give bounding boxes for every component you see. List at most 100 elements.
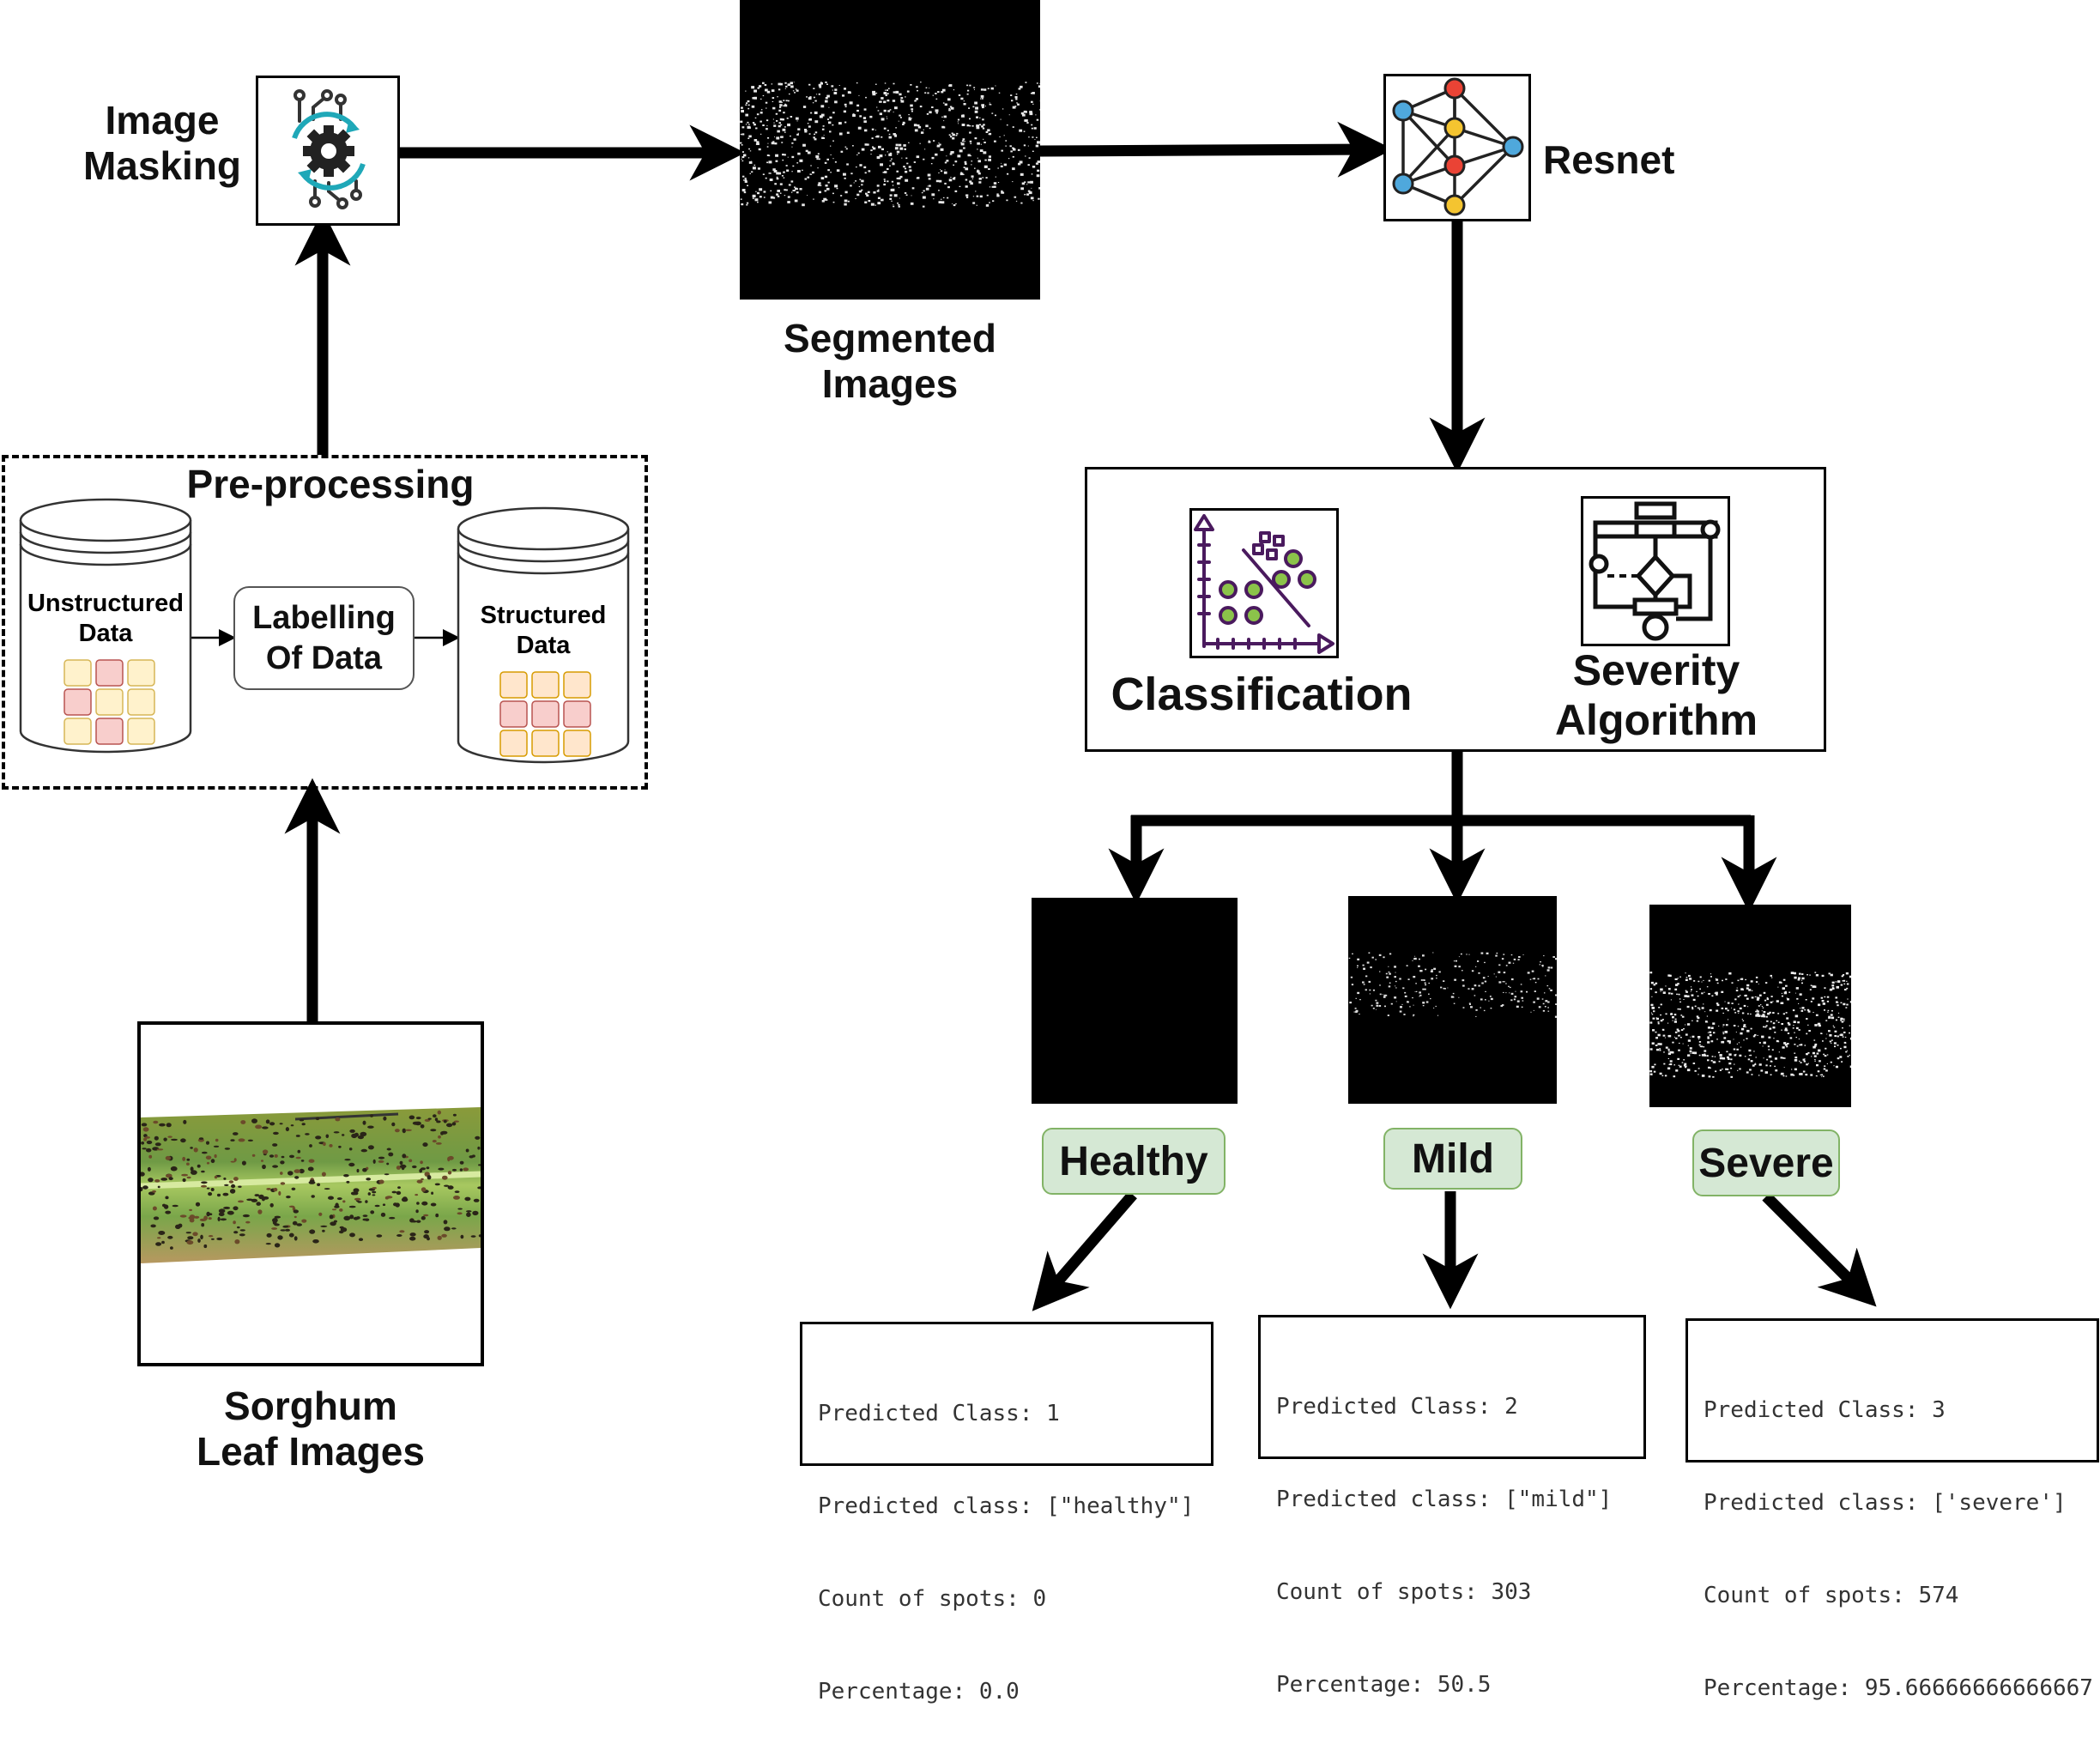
texture-speck [820,115,823,118]
texture-speck [1704,1011,1705,1012]
texture-speck [1468,954,1469,955]
texture-speck [1666,1014,1667,1015]
leaf-spot [448,1171,451,1174]
texture-speck [783,112,785,113]
texture-speck [809,96,811,98]
leaf-spot [466,1212,471,1217]
texture-speck [1841,1002,1843,1004]
texture-speck [1463,1007,1465,1008]
texture-speck [864,130,867,132]
texture-speck [970,143,971,144]
texture-speck [939,201,942,203]
texture-speck [745,178,747,179]
texture-speck [1803,1071,1806,1073]
texture-speck [1783,979,1786,981]
leaf-spot [294,1209,299,1213]
texture-speck [1363,968,1365,970]
leaf-spot [433,1114,437,1117]
texture-speck [858,127,862,130]
texture-speck [1472,970,1474,972]
leaf-spot [154,1179,160,1183]
texture-speck [1830,989,1832,991]
texture-speck [1649,1021,1652,1023]
texture-speck [973,196,974,197]
texture-speck [1462,979,1465,981]
texture-speck [893,91,896,93]
texture-speck [864,108,867,110]
leaf-spot [209,1217,212,1220]
texture-speck [1843,1036,1844,1037]
texture-speck [927,93,929,94]
texture-speck [1511,993,1514,995]
sorghum-leaf-node[interactable] [137,1021,484,1366]
unstructured-cells [64,659,158,745]
texture-speck [1702,1075,1705,1077]
texture-speck [937,91,940,93]
texture-speck [774,142,777,144]
texture-speck [897,178,899,179]
texture-speck [1710,1034,1712,1036]
leaf-spot [433,1140,437,1142]
resnet-node[interactable] [1383,74,1531,221]
leaf-spot [266,1188,271,1190]
texture-speck [814,97,815,99]
texture-speck [1807,1025,1808,1026]
leaf-spot [395,1129,400,1132]
texture-speck [1836,1066,1838,1069]
leaf-spot [343,1174,349,1177]
texture-speck [953,204,956,206]
texture-speck [789,184,791,185]
texture-speck [960,98,963,100]
texture-speck [814,112,818,114]
texture-speck [1770,1075,1772,1076]
leaf-spot [463,1167,469,1171]
texture-speck [1488,976,1489,977]
texture-speck [782,102,783,103]
texture-speck [808,119,810,121]
texture-speck [1822,1040,1824,1042]
texture-speck [1782,1057,1784,1059]
texture-speck [1651,1013,1652,1014]
texture-speck [1422,1002,1425,1003]
texture-speck [1763,1046,1764,1047]
texture-speck [978,160,982,162]
labelling-of-data-node[interactable]: Labelling Of Data [233,586,415,690]
texture-speck [1655,991,1656,993]
texture-speck [880,101,882,103]
texture-speck [1767,997,1769,998]
texture-speck [1786,1017,1788,1019]
texture-speck [794,92,796,94]
output-line: Count of spots: 0 [818,1584,1211,1614]
image-masking-node[interactable] [256,76,400,226]
texture-speck [832,124,833,126]
texture-speck [1710,976,1712,978]
texture-speck [1734,1049,1736,1051]
texture-speck [1680,1037,1682,1038]
texture-speck [834,92,838,94]
texture-speck [766,128,768,130]
leaf-spot [370,1114,373,1117]
texture-speck [772,142,775,144]
texture-speck [1746,998,1749,1000]
texture-speck [1786,1012,1788,1014]
texture-speck [772,83,773,84]
texture-speck [1806,974,1808,975]
leaf-spot [334,1220,337,1223]
texture-speck [1740,995,1741,996]
texture-speck [1703,1003,1704,1004]
leaf-spot [281,1182,286,1184]
output-line: Predicted class: ["mild"] [1276,1484,1643,1515]
texture-speck [800,188,802,191]
texture-speck [779,106,781,108]
texture-speck [1685,990,1687,991]
texture-speck [1746,1038,1748,1039]
texture-speck [1777,987,1778,988]
texture-speck [1668,1052,1671,1055]
texture-speck [1760,1069,1763,1071]
texture-speck [742,189,746,191]
texture-speck [1654,1071,1656,1073]
texture-speck [1717,983,1719,984]
texture-speck [1801,973,1803,975]
texture-speck [1437,1015,1438,1016]
texture-speck [1369,953,1371,954]
